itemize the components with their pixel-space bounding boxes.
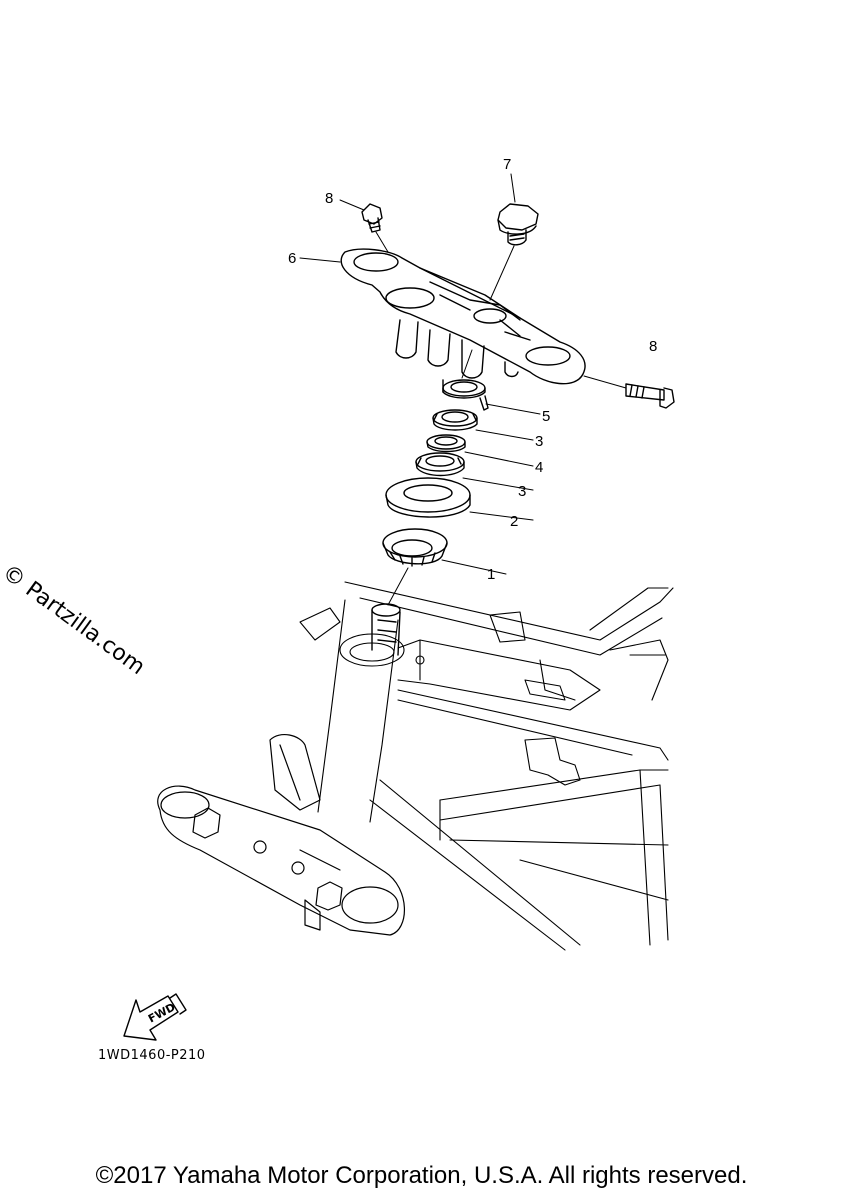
frame-drawing — [299, 581, 674, 951]
part-1-bearing — [382, 528, 448, 567]
steering-stem-drawing — [371, 603, 401, 656]
callout-8-left: 8 — [325, 190, 334, 207]
callout-6: 6 — [288, 250, 297, 267]
part-8-bolt-right — [625, 383, 675, 409]
leader-lines — [299, 173, 627, 606]
fwd-arrow-icon — [123, 993, 187, 1041]
part-2-cover — [385, 477, 471, 518]
callout-1: 1 — [487, 566, 496, 583]
callout-7: 7 — [503, 156, 512, 173]
callout-3-upper: 3 — [535, 433, 544, 450]
part-4-washer — [426, 434, 466, 453]
callout-2: 2 — [510, 513, 519, 530]
part-6-upper-bracket — [340, 248, 586, 385]
part-3-ring-nut-upper — [432, 409, 478, 431]
part-8-bolt-left — [361, 203, 383, 233]
part-5-lock-washer — [442, 379, 489, 411]
lower-bracket-drawing — [157, 733, 405, 936]
part-3-ring-nut-lower — [415, 452, 465, 477]
callout-3-lower: 3 — [518, 483, 527, 500]
part-7-bolt — [497, 203, 539, 246]
callout-4: 4 — [535, 459, 544, 476]
callout-5: 5 — [542, 408, 551, 425]
callout-8-right: 8 — [649, 338, 658, 355]
copyright-notice: ©2017 Yamaha Motor Corporation, U.S.A. A… — [95, 1162, 748, 1189]
drawing-id: 1WD1460-P210 — [98, 1048, 206, 1063]
